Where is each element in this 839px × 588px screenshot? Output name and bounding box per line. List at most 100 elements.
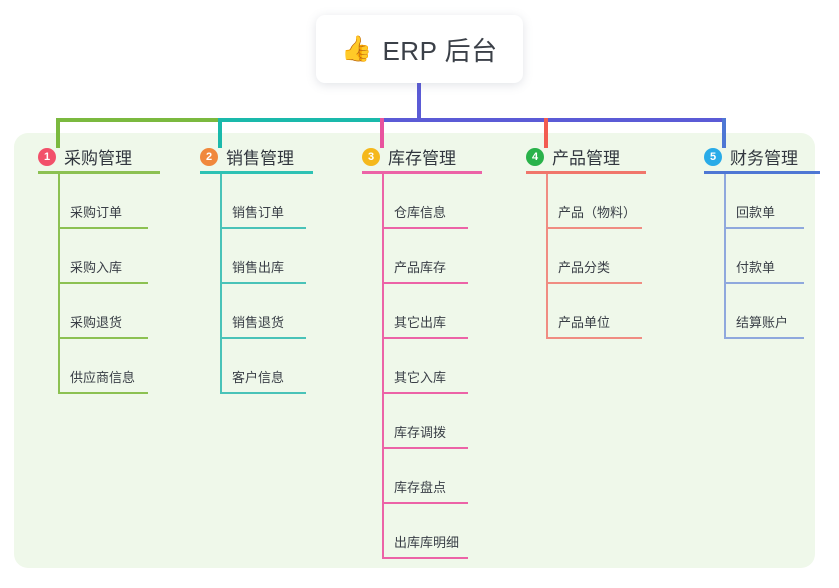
- branch-drop-2: [218, 118, 222, 148]
- branch-columns: 1 采购管理采购订单采购入库采购退货供应商信息 2 销售管理销售订单销售出库销售退货客…: [14, 133, 820, 568]
- child-node[interactable]: 出库库明细: [382, 504, 468, 559]
- child-node-label: 销售订单: [232, 205, 285, 220]
- branch-title: 财务管理: [730, 149, 798, 168]
- child-node[interactable]: 仓库信息: [382, 174, 468, 229]
- child-node[interactable]: 库存调拨: [382, 394, 468, 449]
- child-node[interactable]: 产品（物料）: [546, 174, 642, 229]
- child-underline: [546, 337, 642, 339]
- branch-drop-5: [722, 118, 726, 148]
- child-node-label: 采购订单: [70, 205, 123, 220]
- branch-underline: [704, 171, 820, 174]
- branch-underline: [200, 171, 313, 174]
- branch-header-2[interactable]: 2 销售管理: [200, 144, 294, 169]
- child-node-label: 其它入库: [394, 370, 447, 385]
- child-underline: [724, 337, 804, 339]
- child-node-label: 产品（物料）: [558, 205, 637, 220]
- root-node[interactable]: 👍 ERP 后台: [316, 15, 523, 83]
- child-underline: [58, 282, 148, 284]
- root-stem: [417, 83, 421, 122]
- child-node[interactable]: 其它出库: [382, 284, 468, 339]
- branch-title: 销售管理: [226, 149, 294, 168]
- child-node[interactable]: 采购退货: [58, 284, 148, 339]
- branch-title: 采购管理: [64, 149, 132, 168]
- child-underline: [724, 227, 804, 229]
- child-node[interactable]: 付款单: [724, 229, 804, 284]
- bus-segment-2: [218, 118, 384, 122]
- child-node-label: 采购入库: [70, 260, 123, 275]
- branch-header-3[interactable]: 3 库存管理: [362, 144, 456, 169]
- child-node-label: 产品分类: [558, 260, 611, 275]
- child-underline: [546, 227, 642, 229]
- child-node-label: 出库库明细: [394, 535, 460, 550]
- child-node-label: 其它出库: [394, 315, 447, 330]
- branch-drop-3: [380, 118, 384, 148]
- child-node-label: 回款单: [736, 205, 776, 220]
- branch-underline: [362, 171, 482, 174]
- diagram-panel: [14, 133, 815, 568]
- branch-header-1[interactable]: 1 采购管理: [38, 144, 132, 169]
- child-spine: [382, 174, 384, 559]
- child-underline: [382, 227, 468, 229]
- bus-segment-3: [380, 118, 726, 122]
- child-node-label: 结算账户: [736, 315, 789, 330]
- child-node-label: 采购退货: [70, 315, 123, 330]
- child-underline: [382, 447, 468, 449]
- bus-segment-1: [56, 118, 222, 122]
- child-node-label: 库存调拨: [394, 425, 447, 440]
- child-node-label: 仓库信息: [394, 205, 447, 220]
- thumbs-up-icon: 👍: [341, 34, 373, 63]
- branch-number-badge: 3: [362, 147, 380, 166]
- child-node-label: 销售出库: [232, 260, 285, 275]
- branch-title: 产品管理: [552, 149, 620, 168]
- child-node[interactable]: 其它入库: [382, 339, 468, 394]
- child-underline: [724, 282, 804, 284]
- child-underline: [58, 227, 148, 229]
- child-node[interactable]: 销售退货: [220, 284, 306, 339]
- child-node[interactable]: 库存盘点: [382, 449, 468, 504]
- child-underline: [382, 502, 468, 504]
- branch-underline: [38, 171, 160, 174]
- child-node-label: 供应商信息: [70, 370, 136, 385]
- child-node[interactable]: 采购订单: [58, 174, 148, 229]
- branch-drop-1: [56, 118, 60, 148]
- branch-header-4[interactable]: 4 产品管理: [526, 144, 620, 169]
- child-node[interactable]: 销售出库: [220, 229, 306, 284]
- child-spine: [220, 174, 222, 394]
- child-underline: [220, 227, 306, 229]
- child-node[interactable]: 供应商信息: [58, 339, 148, 394]
- branch-number-badge: 1: [38, 147, 56, 166]
- branch-number-badge: 2: [200, 147, 218, 166]
- child-node[interactable]: 销售订单: [220, 174, 306, 229]
- child-node[interactable]: 产品单位: [546, 284, 642, 339]
- child-underline: [382, 282, 468, 284]
- branch-drop-4: [544, 118, 548, 148]
- branch-title: 库存管理: [388, 149, 456, 168]
- child-underline: [382, 557, 468, 559]
- branch-underline: [526, 171, 646, 174]
- child-node[interactable]: 产品库存: [382, 229, 468, 284]
- child-underline: [382, 392, 468, 394]
- child-node-label: 产品单位: [558, 315, 611, 330]
- child-node[interactable]: 结算账户: [724, 284, 804, 339]
- child-node-label: 销售退货: [232, 315, 285, 330]
- child-node-label: 客户信息: [232, 370, 285, 385]
- child-node-label: 产品库存: [394, 260, 447, 275]
- child-spine: [546, 174, 548, 339]
- child-underline: [220, 282, 306, 284]
- child-node[interactable]: 回款单: [724, 174, 804, 229]
- child-spine: [724, 174, 726, 339]
- child-node[interactable]: 客户信息: [220, 339, 306, 394]
- child-node-label: 库存盘点: [394, 480, 447, 495]
- child-underline: [58, 337, 148, 339]
- child-underline: [546, 282, 642, 284]
- branch-number-badge: 5: [704, 147, 722, 166]
- branch-header-5[interactable]: 5 财务管理: [704, 144, 798, 169]
- child-node-label: 付款单: [736, 260, 776, 275]
- child-underline: [58, 392, 148, 394]
- child-node[interactable]: 产品分类: [546, 229, 642, 284]
- child-underline: [220, 392, 306, 394]
- child-node[interactable]: 采购入库: [58, 229, 148, 284]
- child-spine: [58, 174, 60, 394]
- branch-number-badge: 4: [526, 147, 544, 166]
- child-underline: [220, 337, 306, 339]
